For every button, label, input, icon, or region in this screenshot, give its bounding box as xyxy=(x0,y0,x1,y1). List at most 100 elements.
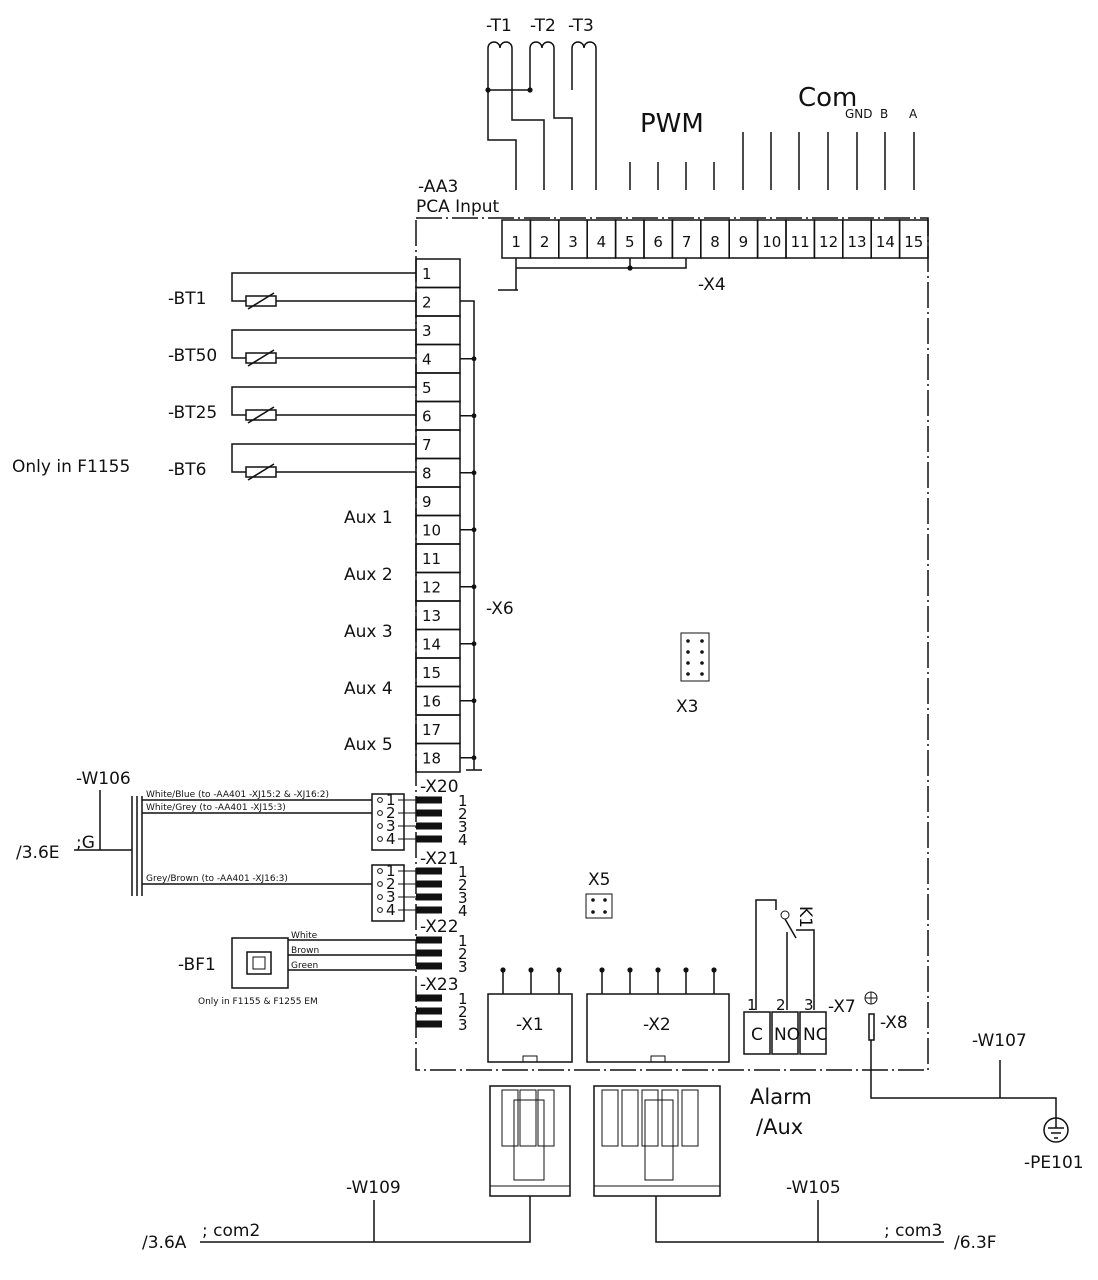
header-pin-number: 4 xyxy=(458,902,468,920)
w107-label: -W107 xyxy=(972,1031,1027,1051)
ground-icon xyxy=(1043,1117,1069,1143)
header-pin-number: 4 xyxy=(458,831,468,849)
sensor-label: -BT6 xyxy=(168,460,206,480)
x6-pin-label: 15 xyxy=(422,664,441,682)
x4-pin-label: 8 xyxy=(710,233,720,251)
x6-pin-label: 10 xyxy=(422,522,441,540)
header-pin xyxy=(416,962,442,970)
header-pin-number: 3 xyxy=(458,818,468,836)
x4-pin-cell xyxy=(898,219,929,259)
w106-signal: ;G xyxy=(76,833,95,853)
aux-5-label: Aux 5 xyxy=(344,735,393,755)
x7-pin-1: 1 xyxy=(747,996,757,1014)
x6-pin-label: 17 xyxy=(422,721,441,739)
w109-signal: ; com2 xyxy=(202,1221,260,1241)
x6-pin-label: 12 xyxy=(422,579,441,597)
w106-wiring xyxy=(74,790,372,896)
x6-pin-label: 5 xyxy=(422,379,432,397)
x7-pin-3: 3 xyxy=(804,996,814,1014)
header-pin-number: 2 xyxy=(458,945,468,963)
plug-pin-label: 3 xyxy=(386,888,396,906)
x1-connector xyxy=(487,993,573,1063)
bf1-label: -BF1 xyxy=(178,955,216,975)
transformer-coil-t1 xyxy=(487,41,513,58)
x4-pin-label: 12 xyxy=(819,233,838,251)
x4-pin-label: 15 xyxy=(904,233,923,251)
header-pin-number: 1 xyxy=(458,990,468,1008)
relay-k1 xyxy=(755,899,815,1010)
x6-label: -X6 xyxy=(486,599,514,619)
x4-pin-label: 2 xyxy=(540,233,550,251)
bf1-wire-white: White xyxy=(291,931,318,941)
x5-header xyxy=(585,893,613,919)
transformer-label-t1: -T1 xyxy=(486,16,512,36)
header-pin xyxy=(416,809,442,817)
x23-label: -X23 xyxy=(420,975,459,995)
header-pin xyxy=(416,949,442,957)
bf1-symbol xyxy=(231,937,416,989)
w106-wire-grey-brown: Grey/Brown (to -AA401 -XJ16:3) xyxy=(146,874,288,884)
sensor-label: -BT25 xyxy=(168,403,217,423)
x7-terminal-c: C xyxy=(751,1025,763,1045)
aux-label: /Aux xyxy=(756,1115,803,1139)
x4-jumper xyxy=(498,258,687,291)
x20-label: -X20 xyxy=(420,777,459,797)
com-pin-gnd: GND xyxy=(845,107,873,121)
bf1-wire-brown: Brown xyxy=(291,946,319,956)
x6-pin-label: 7 xyxy=(422,436,432,454)
x7-pin-2: 2 xyxy=(776,996,786,1014)
x4-pin-label: 1 xyxy=(511,233,521,251)
com-pin-a: A xyxy=(909,107,918,121)
transformer-label-t2: -T2 xyxy=(530,16,556,36)
header-pin xyxy=(416,906,442,914)
header-pin xyxy=(416,867,442,875)
header-pin-number: 2 xyxy=(458,876,468,894)
x4-pin-label: 3 xyxy=(568,233,578,251)
x1-label: -X1 xyxy=(516,1015,544,1035)
board-outline xyxy=(415,217,929,1071)
x4-pin-label: 11 xyxy=(791,233,810,251)
x4-pin-label: 4 xyxy=(597,233,607,251)
x4-label: -X4 xyxy=(698,275,726,295)
ground-label: -PE101 xyxy=(1024,1153,1084,1173)
header-pin-number: 1 xyxy=(458,932,468,950)
thermistor-icon xyxy=(245,466,277,478)
header-pin xyxy=(416,822,442,830)
header-pin xyxy=(416,1007,442,1015)
x22-label: -X22 xyxy=(420,917,459,937)
wire-plug-x20 xyxy=(371,793,405,851)
x3-label: X3 xyxy=(676,697,698,717)
alarm-label: Alarm xyxy=(750,1085,812,1109)
board-name: PCA Input xyxy=(416,197,500,217)
x6-pin-label: 16 xyxy=(422,693,441,711)
x7-terminal-nc: NC xyxy=(803,1025,828,1045)
x4-pin-label: 9 xyxy=(739,233,749,251)
plug-pin-label: 2 xyxy=(386,875,396,893)
x2-label: -X2 xyxy=(643,1015,671,1035)
plug-pin-label: 1 xyxy=(386,791,396,809)
com-label: Com xyxy=(798,83,857,113)
w106-ref: /3.6E xyxy=(16,843,60,863)
header-pin-number: 2 xyxy=(458,805,468,823)
thermistor-icon xyxy=(245,295,277,307)
w109-label: -W109 xyxy=(346,1178,401,1198)
transformers: -T1 -T2 -T3 xyxy=(485,16,597,190)
header-pin-number: 1 xyxy=(458,792,468,810)
w109-ref: /3.6A xyxy=(142,1233,187,1253)
x6-pin-label: 3 xyxy=(422,322,432,340)
bf1-wire-green: Green xyxy=(291,961,318,971)
header-pin xyxy=(416,1020,442,1028)
plug-pin-label: 1 xyxy=(386,862,396,880)
header-pin-number: 3 xyxy=(458,958,468,976)
w105-ref: /6.3F xyxy=(954,1233,997,1253)
temperature-sensors: -BT1-BT50-BT25-BT6 xyxy=(168,272,416,481)
w106-wire-white-grey: White/Grey (to -AA401 -XJ15:3) xyxy=(146,803,286,813)
aux-2-label: Aux 2 xyxy=(344,565,393,585)
x4-pin-label: 7 xyxy=(682,233,692,251)
header-pin xyxy=(416,880,442,888)
aux-1-label: Aux 1 xyxy=(344,508,393,528)
thermistor-icon xyxy=(245,409,277,421)
